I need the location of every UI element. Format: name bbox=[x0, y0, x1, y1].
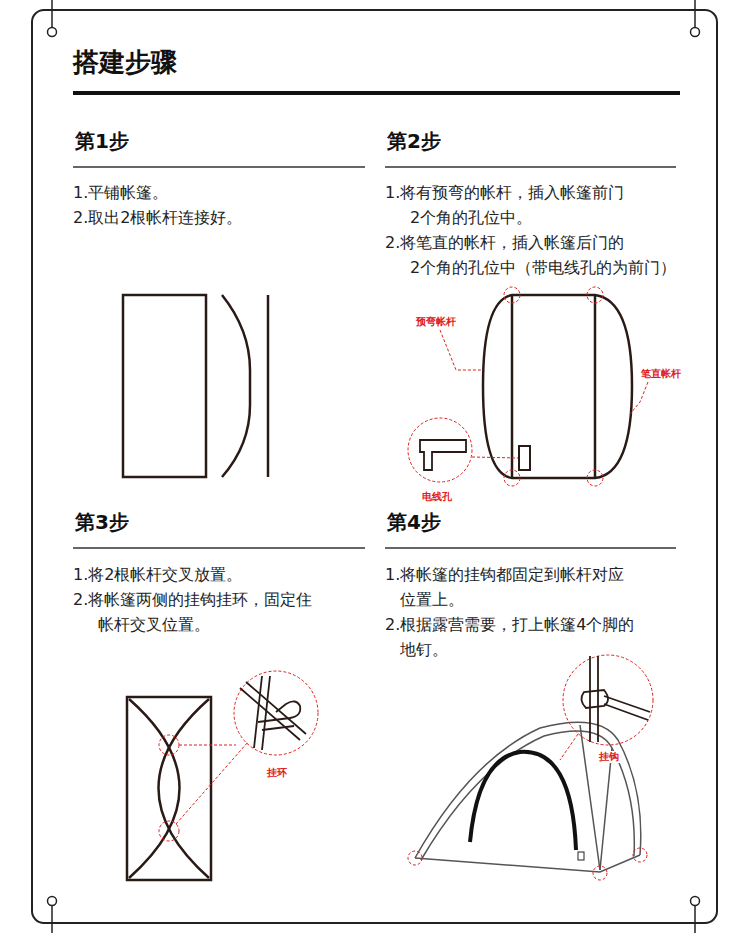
door-arc bbox=[470, 752, 576, 850]
power-hole bbox=[578, 852, 584, 860]
step-text: 1.将帐篷的挂钩都固定到帐杆对应 位置上。 bbox=[385, 562, 653, 612]
callout-label: 电线孔 bbox=[421, 491, 453, 503]
power-hole-icon bbox=[420, 440, 466, 470]
page-title: 搭建步骤 bbox=[73, 46, 177, 78]
step1-figure bbox=[123, 295, 268, 477]
hook-detail bbox=[581, 656, 650, 742]
step2-callouts bbox=[408, 287, 648, 486]
hook-ring-detail bbox=[240, 676, 306, 750]
corner-markers bbox=[48, 0, 700, 933]
step-heading: 第3步 bbox=[75, 509, 129, 535]
step-text: 1.将2根帐杆交叉放置。 bbox=[73, 562, 242, 587]
step-text: 2.将笔直的帐杆，插入帐篷后门的 2个角的孔位中（带电线孔的为前门） bbox=[385, 230, 715, 280]
callout-label: 挂钩 bbox=[598, 751, 620, 763]
step-text: 1.平铺帐篷。 bbox=[73, 180, 168, 205]
step-text: 1.将有预弯的帐杆，插入帐篷前门 2个角的孔位中。 bbox=[385, 180, 715, 230]
step3-callouts bbox=[159, 671, 318, 841]
title-bar bbox=[73, 91, 680, 95]
callout-label: 挂环 bbox=[266, 767, 288, 779]
step-text: 2.根据露营需要，打上帐篷4个脚的 地钉。 bbox=[385, 612, 653, 662]
step3-figure bbox=[127, 697, 211, 880]
callout-label: 笔直帐杆 bbox=[640, 368, 682, 380]
step4-callouts bbox=[408, 655, 653, 880]
step2-figure bbox=[483, 295, 632, 478]
step-text: 2.取出2根帐杆连接好。 bbox=[73, 205, 242, 230]
heading-rules bbox=[73, 167, 676, 548]
step-text: 2.将帐篷两侧的挂钩挂环，固定住 帐杆交叉位置。 bbox=[73, 587, 373, 637]
callout-label: 预弯帐杆 bbox=[415, 316, 457, 328]
step-heading: 第4步 bbox=[387, 509, 441, 535]
step-heading: 第2步 bbox=[387, 128, 441, 154]
page-frame bbox=[32, 10, 717, 923]
step-heading: 第1步 bbox=[75, 128, 129, 154]
